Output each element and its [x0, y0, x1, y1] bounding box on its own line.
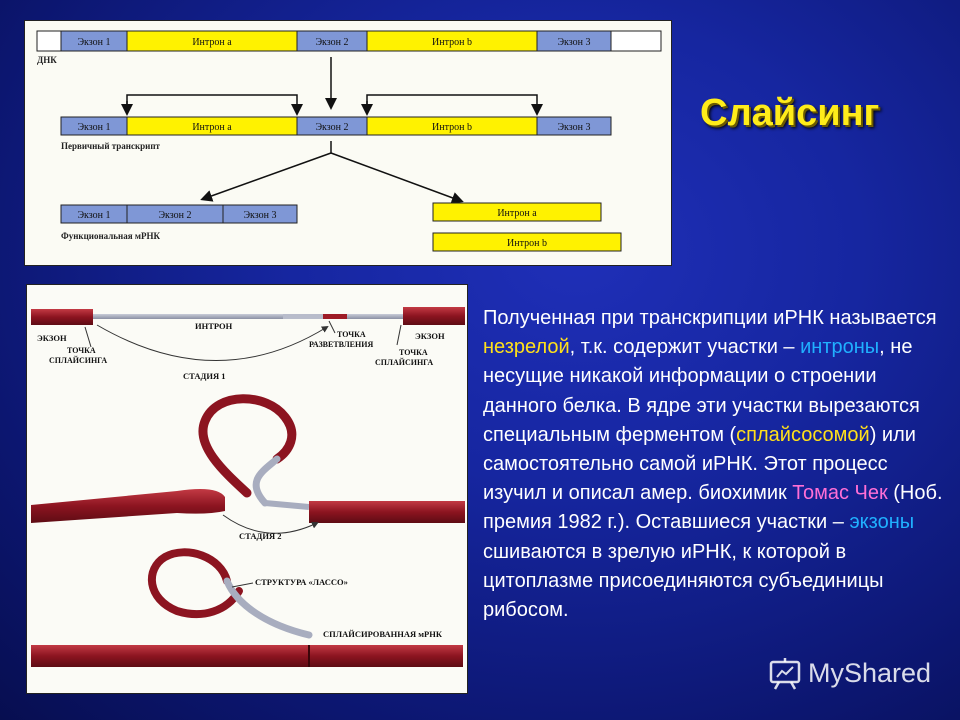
splice-pointer-right: [396, 324, 402, 346]
excised-intron-b: [432, 232, 622, 252]
pt-intron-b-label: Интрон b: [432, 122, 472, 133]
right-exon-label: ЭКЗОН: [415, 331, 445, 341]
intron-a-bracket: [126, 94, 303, 116]
pre-mrna: [31, 307, 465, 325]
dna-exon2-label: Экзон 2: [315, 37, 348, 48]
stage2-arrow: [222, 514, 319, 534]
explanation-text: Полученная при транскрипции иРНК называе…: [483, 304, 945, 625]
stage1-label: СТАДИЯ 1: [183, 371, 226, 381]
highlight-spliceosome: сплайсосомой: [736, 423, 870, 446]
branch-point-line2: РАЗВЕТВЛЕНИЯ: [309, 340, 373, 349]
intron-label: ИНТРОН: [195, 321, 233, 331]
branch-pointer: [328, 320, 336, 334]
dna-exon3-label: Экзон 3: [557, 37, 590, 48]
dna-leader: [36, 30, 62, 52]
pt-intron-a-label: Интрон a: [192, 122, 232, 133]
lariat-tail-end: [264, 500, 310, 510]
splice-site-left-line1: ТОЧКА: [67, 346, 96, 355]
gene-splicing-svg: Экзон 1 Интрон a Экзон 2 Интрон b Экзон …: [36, 30, 662, 252]
split-arrow-left: [200, 152, 332, 202]
right-exon: [403, 307, 465, 325]
dna-row: Экзон 1 Интрон a Экзон 2 Интрон b Экзон …: [36, 30, 662, 65]
spliced-mrna-strand: [31, 645, 463, 667]
text-part-5: (Ноб. премия 1982 г.). Оставшиеся участк…: [483, 482, 943, 534]
mrna-exon2-label: Экзон 2: [158, 210, 191, 221]
lasso-tail: [223, 577, 313, 639]
slide-title: Слайсинг: [700, 92, 880, 134]
spliced-mrna: [31, 645, 463, 667]
mrna-exon3: [222, 204, 298, 224]
highlight-exons: экзоны: [849, 511, 915, 534]
intron-strand-2: [283, 314, 323, 319]
dna-intron-a-label: Интрон a: [192, 37, 232, 48]
text-part-4: ) или самостоятельно самой иРНК. Этот пр…: [483, 423, 916, 505]
primary-transcript-row: Экзон 1 Интрон a Экзон 2 Интрон b Экзон …: [60, 116, 612, 151]
gene-splicing-diagram: Экзон 1 Интрон a Экзон 2 Интрон b Экзон …: [24, 20, 672, 266]
primary-transcript-label: Первичный транскрипт: [61, 141, 161, 151]
lariat-splicing-diagram: ЭКЗОН ИНТРОН ЭКЗОН ТОЧКА СПЛАЙСИНГА ТОЧК…: [26, 284, 468, 694]
dna-trailer: [610, 30, 662, 52]
lariat-loop: [198, 394, 297, 498]
presentation-icon: [769, 658, 801, 690]
split-arrow-right: [330, 152, 464, 204]
pt-exon1-label: Экзон 1: [77, 122, 110, 133]
excised-intron-b-label: Интрон b: [507, 238, 547, 249]
excised-intron-a-label: Интрон a: [497, 208, 537, 219]
branch-point-line1: ТОЧКА: [337, 330, 366, 339]
splice-pointer-left: [84, 326, 92, 348]
left-exon: [31, 309, 93, 325]
intron-strand-3: [347, 314, 403, 319]
dna-exon1-label: Экзон 1: [77, 37, 110, 48]
spliced-mrna-label: СПЛАЙСИРОВАННАЯ мРНК: [323, 629, 443, 639]
stage1-arrow: [96, 324, 329, 361]
left-exon-label: ЭКЗОН: [37, 333, 67, 343]
pt-exon2-label: Экзон 2: [315, 122, 348, 133]
excised-intron-a: [432, 202, 602, 222]
highlight-introns: интроны: [800, 336, 880, 359]
pt-exon3: [536, 116, 612, 136]
lariat-splicing-svg: ЭКЗОН ИНТРОН ЭКЗОН ТОЧКА СПЛАЙСИНГА ТОЧК…: [31, 307, 465, 667]
intron-mark: [323, 314, 347, 319]
dna-label: ДНК: [37, 55, 57, 65]
cut-exon-left: [31, 489, 225, 523]
text-part-2: , т.к. содержит участки –: [569, 336, 801, 359]
myshared-watermark: MyShared: [768, 656, 931, 690]
right-exon-stage2: [309, 501, 465, 523]
text-part-6: сшиваются в зрелую иРНК, к которой в цит…: [483, 540, 884, 622]
highlight-thomas-cech: Томас Чек: [792, 482, 888, 505]
intron-strand: [93, 314, 283, 319]
lariat-tail: [252, 455, 281, 507]
text-part-3: , не несущие никакой информации о строен…: [483, 336, 920, 446]
dna-intron-b-label: Интрон b: [432, 37, 472, 48]
splice-site-right-line1: ТОЧКА: [399, 348, 428, 357]
highlight-immature: незрелой: [483, 336, 570, 359]
watermark-text: MyShared: [808, 657, 932, 688]
lasso-loop: [147, 548, 243, 619]
excised-introns: Интрон a Интрон b: [432, 202, 622, 252]
lasso-label: СТРУКТУРА «ЛАССО»: [255, 577, 348, 587]
pt-exon3-label: Экзон 3: [557, 122, 590, 133]
splice-site-left-line2: СПЛАЙСИНГА: [49, 356, 107, 365]
splice-site-right-line2: СПЛАЙСИНГА: [375, 358, 433, 367]
stage2-label: СТАДИЯ 2: [239, 531, 282, 541]
lariat-intermediate: [31, 394, 465, 523]
mrna-exon3-label: Экзон 3: [243, 210, 276, 221]
functional-mrna-row: Экзон 1 Экзон 2 Экзон 3 Функциональная м…: [60, 204, 298, 241]
mrna-exon1-label: Экзон 1: [77, 210, 110, 221]
intron-b-bracket: [366, 94, 543, 116]
text-part-1: Полученная при транскрипции иРНК называе…: [483, 307, 937, 329]
functional-mrna-label: Функциональная мРНК: [61, 231, 160, 241]
lasso-structure: [147, 548, 313, 639]
